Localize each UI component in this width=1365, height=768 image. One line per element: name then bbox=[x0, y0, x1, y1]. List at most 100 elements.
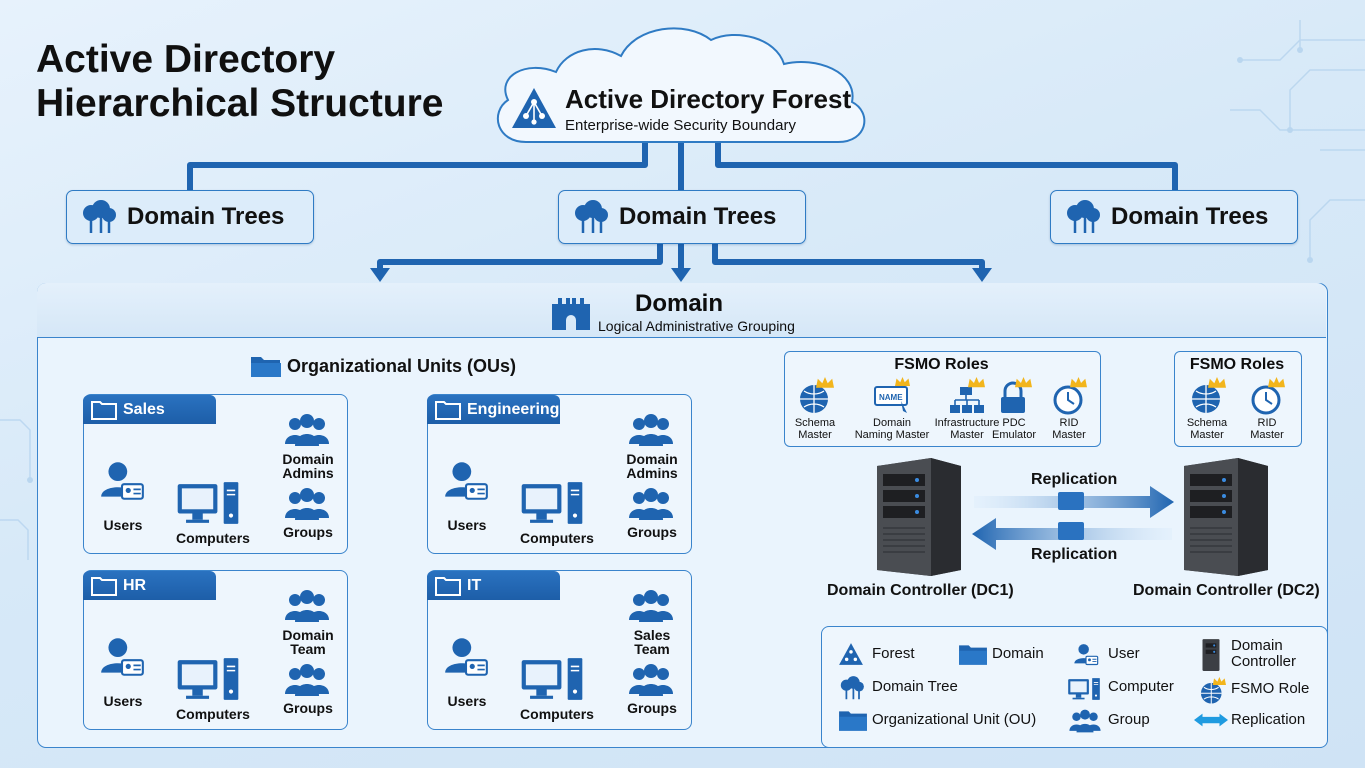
castle-icon bbox=[552, 298, 590, 330]
fsmo-title: FSMO Roles bbox=[894, 356, 989, 373]
dc2-label: Domain Controller (DC2) bbox=[1133, 582, 1320, 599]
domain-tree-icon bbox=[83, 200, 116, 233]
folder-icon bbox=[959, 645, 987, 665]
legend-label-ou: Organizational Unit (OU) bbox=[872, 711, 1037, 728]
domain-tree-box-right[interactable]: Domain Trees bbox=[1050, 190, 1298, 244]
group-icon bbox=[629, 488, 673, 520]
dc1-label: Domain Controller (DC1) bbox=[827, 582, 1014, 599]
title-line-1: Active Directory bbox=[36, 38, 336, 81]
domain-tree-label: Domain Trees bbox=[127, 203, 285, 230]
domain-tree-icon bbox=[1067, 200, 1100, 233]
globe-crown-icon bbox=[1200, 677, 1226, 704]
admins-label: Sales Team bbox=[633, 627, 671, 657]
admins-label: Domain Team bbox=[282, 627, 334, 657]
forest-label: Active Directory Forest Enterprise-wide … bbox=[565, 84, 851, 134]
user-icon bbox=[445, 462, 488, 500]
domain-tree-icon bbox=[575, 200, 608, 233]
replication-label-bottom: Replication bbox=[1031, 546, 1118, 563]
forest-cloud bbox=[496, 27, 866, 143]
computer-icon bbox=[1068, 678, 1100, 700]
legend-label-forest: Forest bbox=[872, 645, 915, 662]
ou-name: HR bbox=[123, 576, 147, 594]
groups-label: Groups bbox=[283, 700, 333, 716]
folder-icon bbox=[839, 711, 867, 731]
users-label: Users bbox=[103, 517, 143, 533]
fsmo-role-label: RID Master bbox=[1052, 417, 1086, 441]
legend-label-domain: Domain bbox=[992, 645, 1044, 662]
globe-crown-icon bbox=[800, 377, 834, 413]
server-icon bbox=[1202, 639, 1220, 671]
title-line-2: Hierarchical Structure bbox=[36, 82, 444, 125]
domain-header bbox=[37, 283, 1326, 338]
org-chart-icon bbox=[950, 377, 985, 413]
forest-subtitle: Enterprise-wide Security Boundary bbox=[565, 117, 796, 134]
domain-subtitle: Logical Administrative Grouping bbox=[598, 318, 795, 334]
computers-label: Computers bbox=[176, 530, 250, 546]
legend-label-group: Group bbox=[1108, 711, 1150, 728]
admin-group-icon bbox=[285, 414, 329, 446]
replication-icon bbox=[1194, 713, 1228, 727]
globe-crown-icon bbox=[1192, 377, 1226, 413]
admin-group-icon bbox=[629, 590, 673, 622]
ou-tab-hr[interactable]: HR bbox=[83, 571, 216, 600]
admins-label: Domain Admins bbox=[282, 451, 334, 481]
computer-icon bbox=[177, 658, 239, 700]
server-icon bbox=[1184, 458, 1268, 576]
folder-icon bbox=[435, 400, 461, 420]
group-icon bbox=[285, 664, 329, 696]
domain-tree-box-left[interactable]: Domain Trees bbox=[66, 190, 314, 244]
forest-icon bbox=[839, 643, 863, 665]
forest-icon bbox=[512, 88, 556, 128]
computers-label: Computers bbox=[176, 706, 250, 722]
user-icon bbox=[101, 638, 144, 676]
admins-label: Domain Admins bbox=[626, 451, 678, 481]
fsmo-role-label: PDC Emulator bbox=[991, 417, 1037, 441]
domain-tree-box-center[interactable]: Domain Trees bbox=[558, 190, 806, 244]
admin-group-icon bbox=[285, 590, 329, 622]
legend-label-user: User bbox=[1108, 645, 1140, 662]
fsmo-role-label: Infrastructure Master bbox=[934, 417, 1000, 441]
clock-icon bbox=[1251, 377, 1285, 415]
computers-label: Computers bbox=[520, 706, 594, 722]
fsmo-title: FSMO Roles bbox=[1189, 356, 1285, 373]
fsmo-role-label: Domain Naming Master bbox=[854, 417, 930, 441]
domain-tree-icon bbox=[840, 676, 864, 700]
svg-text:NAME: NAME bbox=[879, 393, 903, 402]
forest-title: Active Directory Forest bbox=[565, 84, 852, 114]
fsmo-role-label: Schema Master bbox=[1186, 417, 1228, 441]
folder-icon bbox=[435, 576, 461, 596]
legend-label-replication: Replication bbox=[1231, 711, 1306, 728]
groups-label: Groups bbox=[283, 524, 333, 540]
users-label: Users bbox=[447, 693, 487, 709]
server-icon bbox=[877, 458, 961, 576]
admin-group-icon bbox=[629, 414, 673, 446]
replication-label-top: Replication bbox=[1031, 471, 1118, 488]
ou-name: Sales bbox=[123, 400, 165, 418]
legend-label-tree: Domain Tree bbox=[872, 678, 958, 695]
ou-section-title: Organizational Units (OUs) bbox=[287, 356, 517, 376]
ou-name: IT bbox=[467, 576, 482, 594]
user-icon bbox=[1074, 644, 1099, 666]
page-title: Active Directory Hierarchical Structure bbox=[36, 38, 444, 126]
ou-tab-sales[interactable]: Sales bbox=[83, 395, 216, 424]
computers-label: Computers bbox=[520, 530, 594, 546]
computer-icon bbox=[521, 658, 583, 700]
fsmo-role-label: Schema Master bbox=[794, 417, 836, 441]
clock-icon bbox=[1053, 377, 1087, 415]
legend-label-computer: Computer bbox=[1108, 678, 1174, 695]
ou-tab-it[interactable]: IT bbox=[427, 571, 560, 600]
users-label: Users bbox=[103, 693, 143, 709]
groups-label: Groups bbox=[627, 700, 677, 716]
name-tag-icon: NAME bbox=[874, 377, 910, 413]
ou-tab-engineering[interactable]: Engineering bbox=[427, 395, 560, 424]
lock-icon bbox=[1001, 377, 1032, 413]
groups-label: Groups bbox=[627, 524, 677, 540]
legend-label-fsmo: FSMO Role bbox=[1231, 680, 1310, 697]
folder-icon bbox=[91, 576, 117, 596]
computer-icon bbox=[521, 482, 583, 524]
group-icon bbox=[1069, 709, 1101, 733]
replication-arrows bbox=[972, 486, 1174, 550]
user-icon bbox=[445, 638, 488, 676]
fsmo-box-dc1 bbox=[784, 351, 1101, 447]
